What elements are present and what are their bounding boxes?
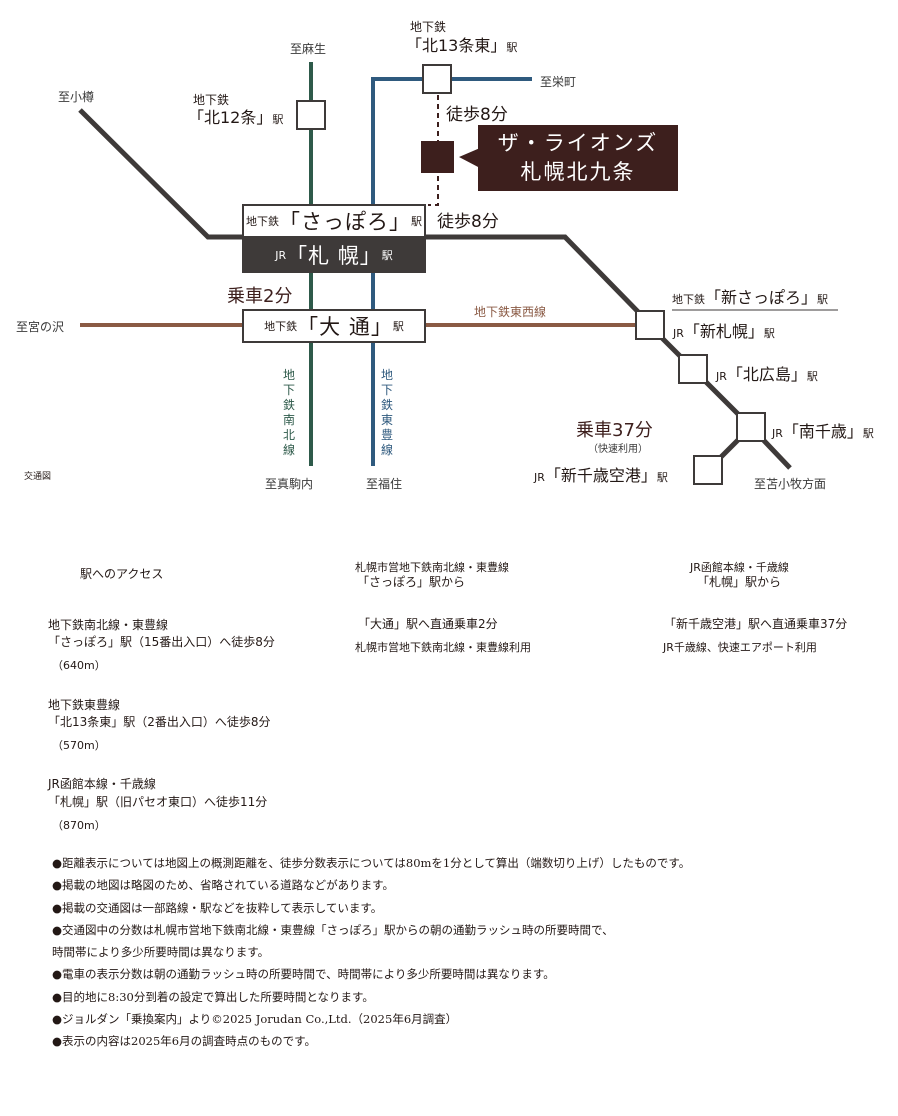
access-item-1-route: 「さっぽろ」駅（15番出入口）へ徒歩8分: [48, 635, 275, 649]
notes-list: ●距離表示については地図上の概測距離を、徒歩分数表示については80mを1分として…: [52, 852, 690, 1053]
kita13-prefix: 地下鉄: [410, 20, 447, 34]
station-box-shin-sapporo: [635, 310, 665, 340]
access-item-2-distance: （570m）: [52, 739, 106, 752]
new-chitose-airport-label: JR「新千歳空港」駅: [534, 466, 668, 485]
direction-asabu: 至麻生: [290, 42, 327, 56]
station-box-kitahiroshima: [678, 354, 708, 384]
direction-miyanosawa: 至宮の沢: [16, 320, 65, 334]
note-item: ●電車の表示分数は朝の通勤ラッシュ時の所要時間で、時間帯により多少所要時間は異な…: [52, 967, 555, 982]
jr-chitose-line: [648, 324, 792, 470]
from-jr-note: JR千歳線、快速エアポート利用: [663, 641, 817, 654]
kita12-prefix: 地下鉄: [193, 93, 230, 107]
kita13-label: 「北13条東」駅: [406, 36, 518, 55]
note-item: ●目的地に8:30分到着の設定で算出した所要時間となります。: [52, 989, 374, 1004]
from-jr-line: JR函館本線・千歳線: [690, 561, 789, 574]
namboku-line-label: 地下鉄南北線: [282, 368, 295, 457]
access-item-3-route: 「札幌」駅（旧パセオ東口）へ徒歩11分: [48, 795, 268, 809]
access-item-3-line: JR函館本線・千歳線: [48, 777, 156, 791]
from-jr-dest: 「新千歳空港」駅へ直通乗車37分: [664, 617, 848, 631]
walk-time-sapporo: 徒歩8分: [437, 212, 499, 232]
access-item-1-distance: （640m）: [52, 659, 106, 672]
station-box-new-chitose-airport: [693, 455, 723, 485]
property-marker: [421, 141, 454, 173]
access-item-2-route: 「北13条東」駅（2番出入口）へ徒歩8分: [48, 715, 271, 729]
direction-makomanai: 至真駒内: [265, 477, 314, 491]
note-item: ●距離表示については地図上の概測距離を、徒歩分数表示については80mを1分として…: [52, 856, 691, 870]
from-subway-station: 「さっぽろ」駅から: [357, 575, 466, 589]
note-item: ●掲載の交通図は一部路線・駅などを抜粋して表示しています。: [52, 900, 383, 915]
property-callout: ザ・ライオンズ 札幌北九条: [478, 125, 678, 191]
from-subway-dest: 「大通」駅へ直通乗車2分: [358, 617, 498, 631]
station-odori: 地下鉄「大 通」駅: [242, 309, 426, 343]
map-caption: 交通図: [24, 472, 52, 482]
tozai-line-label: 地下鉄東西線: [474, 305, 547, 319]
callout-pointer: [459, 148, 480, 168]
access-item-2-line: 地下鉄東豊線: [48, 698, 121, 712]
property-name-line2: 札幌北九条: [520, 160, 636, 184]
kitahiroshima-label: JR「北広島」駅: [716, 365, 818, 384]
direction-fukuzumi: 至福住: [366, 477, 403, 491]
from-jr-station: 「札幌」駅から: [697, 575, 782, 589]
shin-sapporo-jr-label: JR「新札幌」駅: [673, 322, 775, 341]
direction-tomakomai: 至苫小牧方面: [754, 477, 827, 491]
note-item: 時間帯により多少所要時間は異なります。: [52, 945, 270, 960]
direction-otaru: 至小樽: [58, 90, 95, 104]
station-box-kita13higashi: [422, 64, 452, 94]
access-item-1-line: 地下鉄南北線・東豊線: [48, 618, 169, 632]
note-item: ●ジョルダン「乗換案内」より©2025 Jorudan Co.,Ltd.（202…: [52, 1012, 458, 1027]
walk-route-dashed: [428, 95, 439, 206]
walk-time-kita13: 徒歩8分: [446, 105, 508, 125]
access-title: 駅へのアクセス: [80, 567, 164, 581]
toho-line-label: 地下鉄東豊線: [380, 368, 393, 457]
from-subway-note: 札幌市営地下鉄南北線・東豊線利用: [355, 641, 531, 654]
station-box-minami-chitose: [736, 412, 766, 442]
note-item: ●表示の内容は2025年6月の調査時点のものです。: [52, 1034, 316, 1049]
route-map-lines: [78, 62, 838, 485]
note-item: ●掲載の地図は略図のため、省略されている道路などがあります。: [52, 878, 395, 893]
station-sapporo-jr: JR「札 幌」駅: [242, 237, 426, 273]
ride-time-airport-note: （快速利用）: [588, 444, 648, 455]
from-subway-line: 札幌市営地下鉄南北線・東豊線: [355, 561, 509, 574]
kita12-label: 「北12条」駅: [188, 108, 284, 127]
station-box-kita12: [296, 100, 326, 130]
minami-chitose-label: JR「南千歳」駅: [772, 422, 874, 441]
direction-sakaemachi: 至栄町: [540, 75, 577, 89]
shin-sapporo-subway-label: 地下鉄「新さっぽろ」駅: [672, 288, 829, 307]
ride-time-odori: 乗車2分: [227, 286, 293, 307]
note-item: ●交通図中の分数は札幌市営地下鉄南北線・東豊線「さっぽろ」駅からの朝の通勤ラッシ…: [52, 922, 614, 937]
property-name-line1: ザ・ライオンズ: [497, 131, 659, 155]
ride-time-airport: 乗車37分: [576, 420, 653, 441]
station-sapporo-subway: 地下鉄「さっぽろ」駅: [242, 204, 426, 238]
access-item-3-distance: （870m）: [52, 819, 106, 832]
